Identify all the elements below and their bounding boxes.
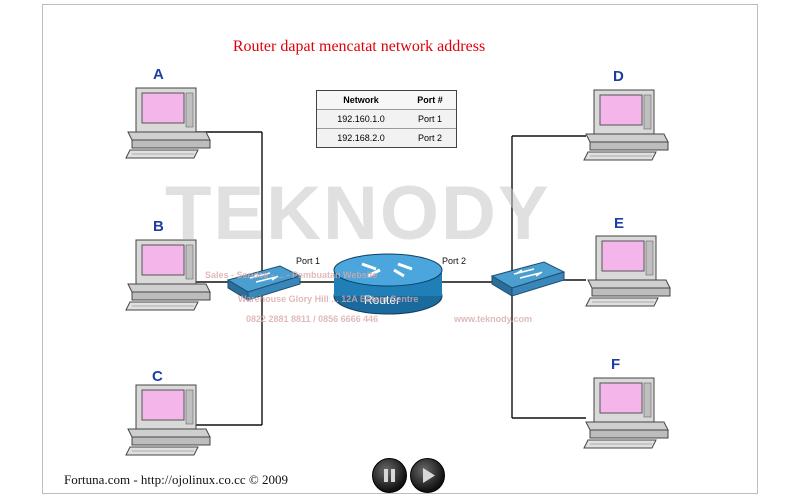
host-label-f: F: [611, 356, 621, 373]
play-button[interactable]: [410, 458, 445, 493]
watermark-web: www.teknody.com: [454, 314, 533, 324]
routing-table-row: 192.168.2.0 Port 2: [317, 129, 456, 147]
watermark-phone: 0822 2881 8811 / 0856 6666 446: [246, 314, 379, 324]
row-port: Port 1: [417, 114, 442, 124]
row-port: Port 2: [417, 133, 442, 143]
play-icon: [423, 468, 435, 483]
host-label-b: B: [153, 218, 164, 235]
port-2-label: Port 2: [442, 256, 467, 266]
row-network: 192.160.1.0: [337, 114, 385, 124]
header-network: Network: [343, 95, 379, 105]
host-label-a: A: [153, 66, 164, 83]
footer-credit: Fortuna.com - http://ojolinux.co.cc © 20…: [64, 472, 288, 487]
pc-e-icon: [585, 235, 671, 307]
watermark-brand: TEKNODY: [165, 171, 551, 256]
pc-d-icon: [583, 89, 669, 161]
host-label-d: D: [613, 68, 624, 85]
port-1-label: Port 1: [296, 256, 321, 266]
host-label-e: E: [614, 215, 625, 232]
row-network: 192.168.2.0: [337, 133, 385, 143]
routing-table-header: Network Port #: [317, 91, 456, 110]
watermark-line2: Warehouse Glory Hill ... 12A Batam Centr…: [238, 294, 419, 304]
router-icon: [333, 253, 443, 315]
pc-f-icon: [583, 377, 669, 449]
host-label-c: C: [152, 368, 163, 385]
router-label: Router: [364, 293, 401, 307]
pause-icon: [384, 469, 395, 482]
routing-table-row: 192.160.1.0 Port 1: [317, 110, 456, 129]
diagram-title: Router dapat mencatat network address: [232, 38, 486, 55]
watermark-line1: Sales - Service - ... - Pembuatan Websit…: [205, 270, 378, 280]
header-port: Port #: [417, 95, 443, 105]
pc-c-icon: [125, 384, 211, 456]
right-switch-icon: [491, 261, 565, 297]
pause-button[interactable]: [372, 458, 407, 493]
pc-a-icon: [125, 87, 211, 159]
routing-table: Network Port # 192.160.1.0 Port 1 192.16…: [316, 90, 457, 148]
